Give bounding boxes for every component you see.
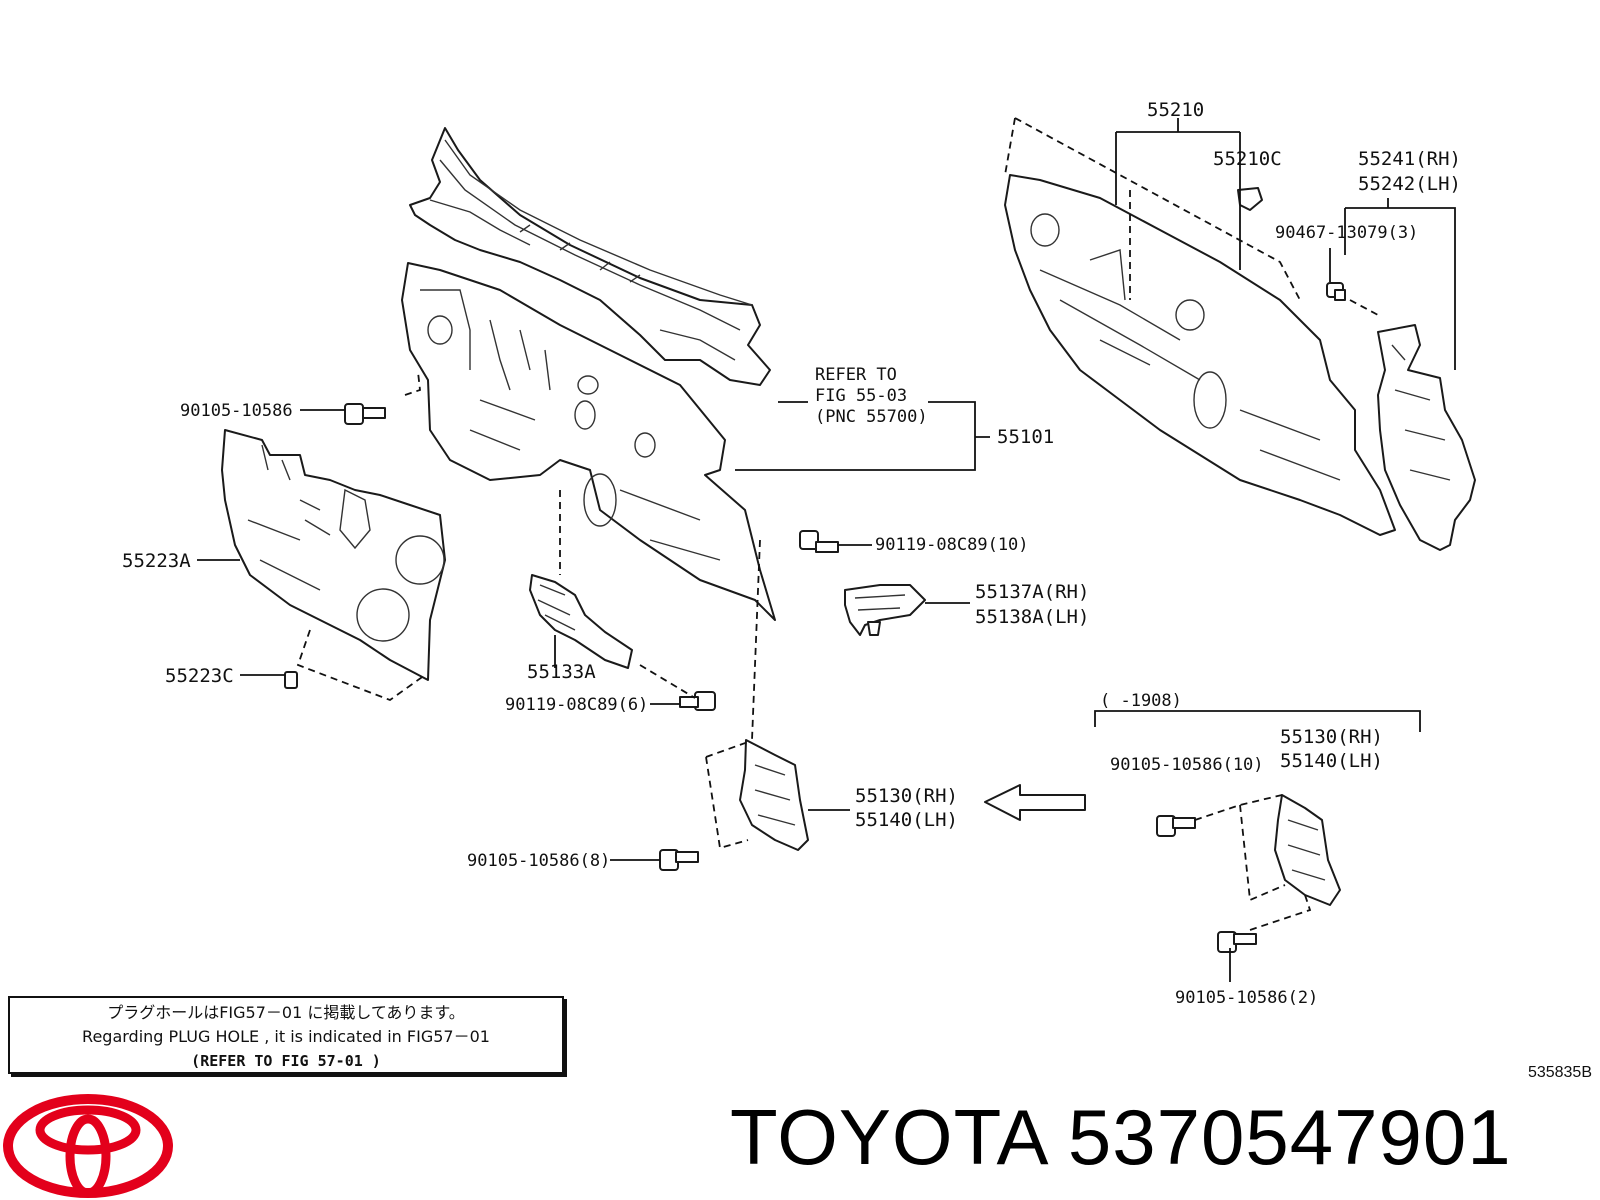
- dash-panel-55210: [1004, 174, 1396, 536]
- label-90119-10: 90119-08C89(10): [875, 535, 1029, 555]
- cowl-top-panel: [409, 127, 771, 386]
- label-55130-right: 55130(RH): [1280, 726, 1383, 748]
- label-55210c: 55210C: [1213, 148, 1282, 170]
- label-55210: 55210: [1147, 99, 1204, 121]
- bolt-icon: [799, 530, 839, 553]
- label-pnc-55700: (PNC 55700): [815, 407, 928, 427]
- label-55241: 55241(RH): [1358, 148, 1461, 170]
- toyota-logo-icon: [3, 1094, 173, 1198]
- side-bracket-55241: [1377, 324, 1476, 551]
- clip-icon: [867, 621, 881, 636]
- label-55140-mid: 55140(LH): [855, 809, 958, 831]
- bolt-icon: [1156, 815, 1196, 837]
- label-range: ( -1908): [1100, 691, 1182, 711]
- bolt-icon: [344, 403, 386, 425]
- reinforcement-55130-mid: [739, 739, 809, 851]
- label-fig-55-03: FIG 55-03: [815, 386, 907, 406]
- label-55140-right: 55140(LH): [1280, 750, 1383, 772]
- label-90467: 90467-13079(3): [1275, 223, 1418, 243]
- label-90105-10: 90105-10586(10): [1110, 755, 1264, 775]
- label-90105-8: 90105-10586(8): [467, 851, 610, 871]
- label-90105-top: 90105-10586: [180, 401, 293, 421]
- note-english: Regarding PLUG HOLE , it is indicated in…: [82, 1027, 490, 1046]
- note-refer: (REFER TO FIG 57-01 ): [191, 1052, 381, 1070]
- label-55101: 55101: [997, 426, 1054, 448]
- screw-icon: [1326, 282, 1346, 301]
- illustration-code: 535835B: [1527, 1064, 1592, 1081]
- insulator-55223a: [221, 429, 446, 681]
- bolt-icon: [679, 691, 716, 711]
- label-55223c: 55223C: [165, 665, 234, 687]
- label-55242: 55242(LH): [1358, 173, 1461, 195]
- label-55133a: 55133A: [527, 661, 596, 683]
- direction-arrow: [984, 784, 1086, 821]
- plug-hole-note: プラグホールはFIG57－01 に掲載してあります。 Regarding PLU…: [8, 996, 564, 1074]
- label-55223a: 55223A: [122, 550, 191, 572]
- bracket-55133a: [529, 574, 633, 669]
- reinforcement-55130-inset: [1274, 794, 1341, 906]
- label-55130-mid: 55130(RH): [855, 785, 958, 807]
- bracket-55137a: [844, 584, 926, 636]
- bolt-icon: [1217, 931, 1257, 953]
- label-90105-2: 90105-10586(2): [1175, 988, 1318, 1008]
- note-japanese: プラグホールはFIG57－01 に掲載してあります。: [107, 1003, 465, 1022]
- dash-panel: [401, 262, 776, 621]
- clip-icon: [1237, 187, 1263, 211]
- label-90119-6: 90119-08C89(6): [505, 695, 648, 715]
- label-refer-to: REFER TO: [815, 365, 897, 385]
- label-55137a: 55137A(RH): [975, 581, 1089, 603]
- clip-icon: [284, 671, 298, 689]
- label-55138a: 55138A(LH): [975, 606, 1089, 628]
- bolt-icon: [659, 849, 699, 871]
- brand-part-number: TOYOTA 5370547901: [730, 1093, 1512, 1181]
